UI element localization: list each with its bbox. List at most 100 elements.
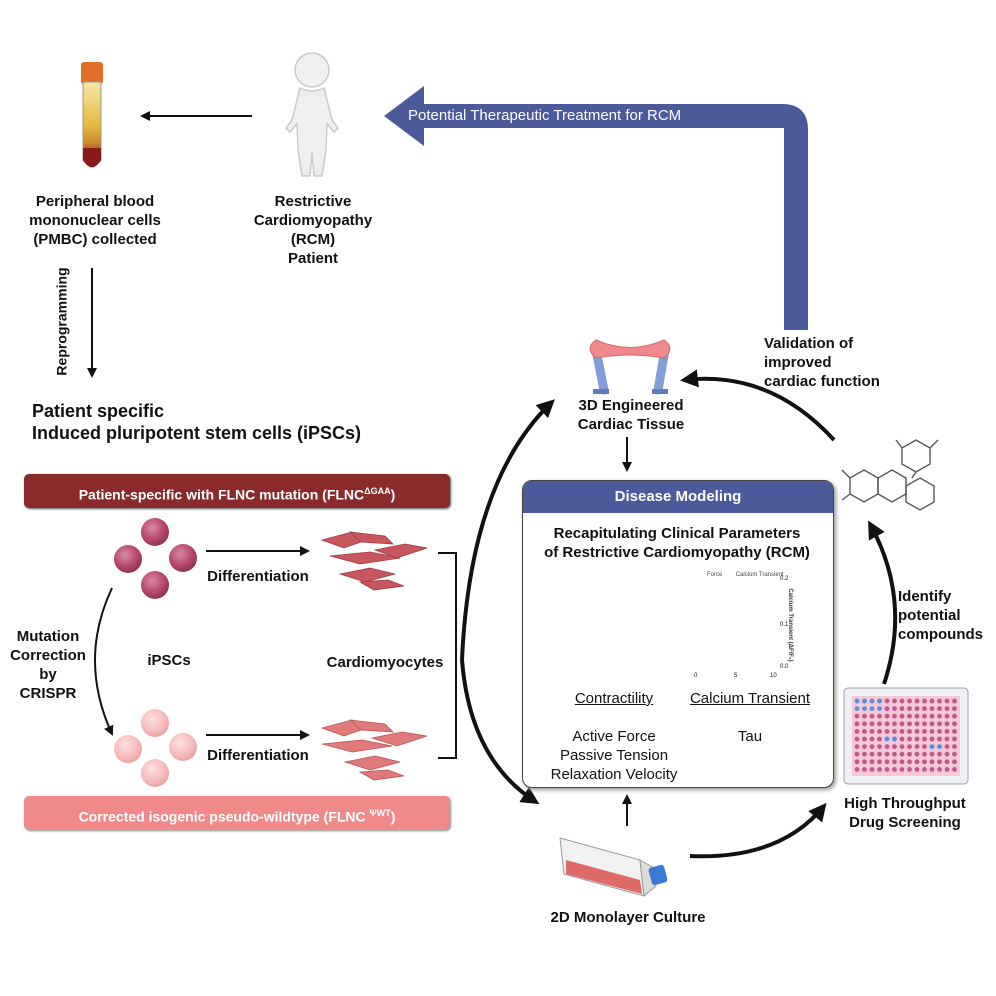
well-dot [854,767,860,772]
well-dot [929,736,935,742]
corrected-banner: Corrected isogenic pseudo-wildtype (FLNC… [24,796,450,830]
well-dot [884,767,890,772]
well-dot [877,729,882,734]
param-active-force: Active Force [572,728,656,745]
corrected-cardiomyocytes [320,719,428,781]
well-dot [929,729,935,734]
well-dot [952,713,957,719]
well-dot [892,721,897,727]
corrected-banner-sup: ΨWT [369,808,391,818]
well-dot [937,721,942,727]
well-dot [884,706,890,711]
well-dot [937,736,942,742]
well-plate-icon [843,687,969,785]
well-dot [937,744,942,749]
well-dot [914,751,920,757]
well-dot [944,706,950,711]
mutant-banner-sup: ΔGAA [364,486,391,496]
to-2d-culture-arrow [460,659,540,805]
mutant-ipsc-cells [114,518,197,599]
well-dot [869,736,875,742]
well-dot [877,736,882,742]
chart-legend-force: Force [707,572,723,578]
well-dot [899,729,905,734]
well-dot [892,706,897,711]
well-dot [862,729,867,734]
well-dot [952,706,957,711]
cardiomyocyte-bracket [438,552,457,759]
well-dot [877,744,882,749]
well-dot [952,744,957,749]
well-dot [952,767,957,772]
well-dot [854,759,860,765]
identify-label-line-1: Identify [898,588,952,605]
well-dot [914,736,920,742]
well-dot [937,698,942,704]
well-dot [899,706,905,711]
crispr-label-line-2: Correction [10,647,86,664]
mutant-banner-close: ) [390,486,396,503]
well-dot [907,698,912,704]
well-dot [914,713,920,719]
chart-x-tick-0: 0 [694,673,698,679]
well-dot [907,751,912,757]
hts-label: High Throughput Drug Screening [830,794,980,832]
chart-y-tick-2: 0.0 [780,664,789,670]
culture-flask-icon [559,837,668,897]
well-dot [892,698,897,704]
well-dot [952,736,957,742]
well-dot [892,744,897,749]
param-relaxation-velocity: Relaxation Velocity [550,766,678,783]
well-dot [929,706,935,711]
well-dot [914,767,920,772]
well-dot [892,767,897,772]
well-dot [869,698,875,704]
contractility-params: Active Force Passive Tension Relaxation … [532,727,696,784]
well-dot [922,729,927,734]
well-dot [869,751,875,757]
well-dot [914,729,920,734]
well-dot [877,698,882,704]
well-dot [929,759,935,765]
well-dot [952,751,957,757]
chart-legend: Force Calcium Transient [707,572,784,578]
well-dot [862,767,867,772]
well-dot [929,721,935,727]
well-dot [862,706,867,711]
well-dot [944,736,950,742]
identify-arrow [868,520,898,685]
well-dot [854,713,860,719]
well-dot [922,744,927,749]
chart-x-tick-2: 10 [770,673,777,679]
disease-modeling-header: Disease Modeling [523,481,833,513]
well-dot [884,698,890,704]
well-dot [952,729,957,734]
well-dot [907,767,912,772]
disease-modeling-subtitle: Recapitulating Clinical Parameters of Re… [526,524,828,562]
well-dot [922,736,927,742]
ipsc-title-line-1: Patient specific [32,401,165,421]
well-dot [869,759,875,765]
validation-label: Validation of improved cardiac function [764,334,934,391]
param-tau: Tau [737,728,763,745]
well-dot [899,767,905,772]
well-dot [929,744,935,749]
well-dot [862,751,867,757]
well-dot [877,713,882,719]
mutant-banner: Patient-specific with FLNC mutation (FLN… [24,474,450,508]
calcium-params: Tau [710,727,790,746]
therapeutic-arrow [384,86,808,330]
well-dot [854,729,860,734]
well-dot [877,767,882,772]
well-dot [914,721,920,727]
validation-arrow [680,369,836,442]
well-dot [937,767,942,772]
well-dot [907,744,912,749]
well-dot [944,729,950,734]
pbmc-label: Peripheral blood mononuclear cells (PMBC… [10,192,180,249]
identify-label-line-2: potential [898,607,961,624]
well-dot [899,744,905,749]
crispr-label-line-4: CRISPR [19,685,77,702]
disease-modeling-subtitle-line-1: Recapitulating Clinical Parameters [553,525,801,542]
well-dot [922,706,927,711]
